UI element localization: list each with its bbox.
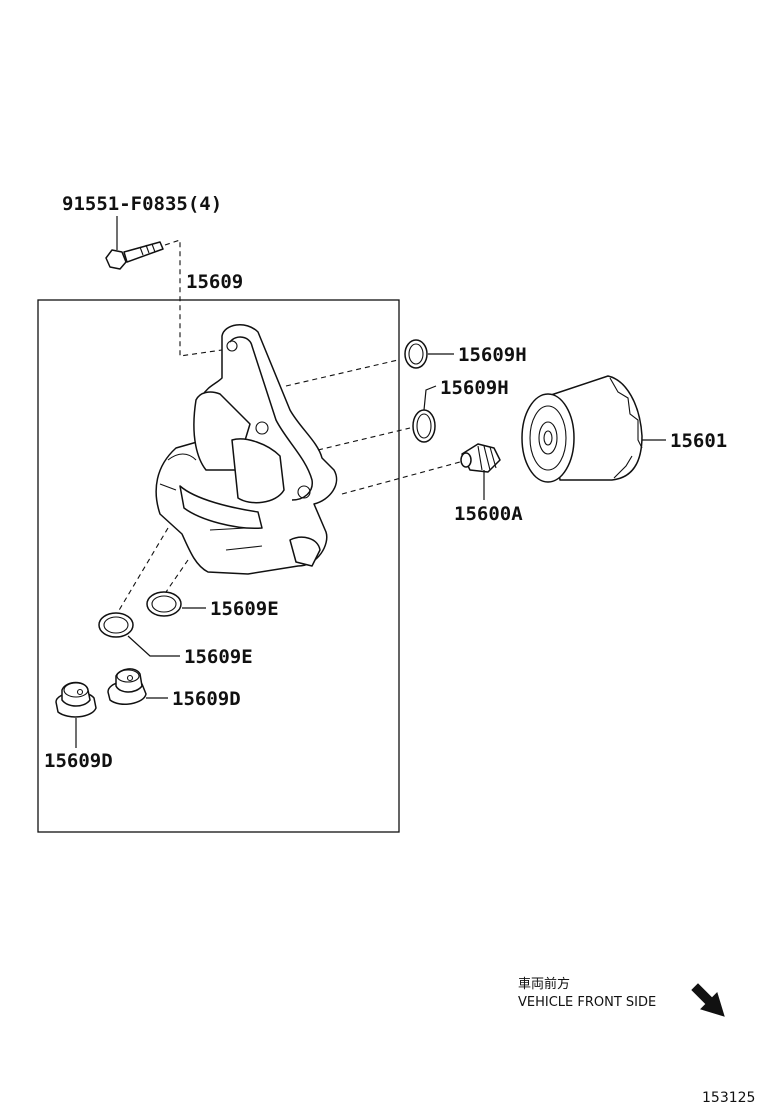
label-housing: 15609 bbox=[186, 271, 243, 293]
assembly-frame bbox=[37, 299, 400, 833]
label-o-ring-h-upper: 15609H bbox=[458, 344, 527, 366]
o-ring-15609h-lower bbox=[412, 409, 436, 443]
label-bolt: 91551-F0835(4) bbox=[62, 193, 222, 215]
label-filter: 15601 bbox=[670, 430, 727, 452]
label-union-bolt: 15600A bbox=[454, 503, 523, 525]
vehicle-front-english: VEHICLE FRONT SIDE bbox=[518, 995, 656, 1010]
bolt-dashed-line bbox=[164, 239, 223, 357]
gasket-15609e-right bbox=[146, 591, 182, 617]
plug-15609d-right bbox=[107, 668, 147, 706]
oil-filter-15601 bbox=[521, 375, 643, 483]
o-ring-15609h-upper bbox=[404, 339, 428, 369]
plug-15609d-left bbox=[55, 681, 97, 718]
label-plug-d-right: 15609D bbox=[172, 688, 241, 710]
label-gasket-e-left: 15609E bbox=[184, 646, 253, 668]
label-gasket-e-right: 15609E bbox=[210, 598, 279, 620]
diagram-number: 153125 bbox=[702, 1090, 755, 1106]
vehicle-front-japanese: 車両前方 bbox=[518, 976, 570, 992]
gasket-15609e-left bbox=[98, 612, 134, 638]
label-plug-d-left: 15609D bbox=[44, 750, 113, 772]
arrow-down-right-icon bbox=[691, 983, 725, 1017]
union-bolt-15600a bbox=[460, 443, 501, 473]
label-o-ring-h-lower: 15609H bbox=[440, 377, 509, 399]
oil-filter-housing bbox=[155, 324, 338, 575]
bolt-part bbox=[105, 241, 164, 270]
